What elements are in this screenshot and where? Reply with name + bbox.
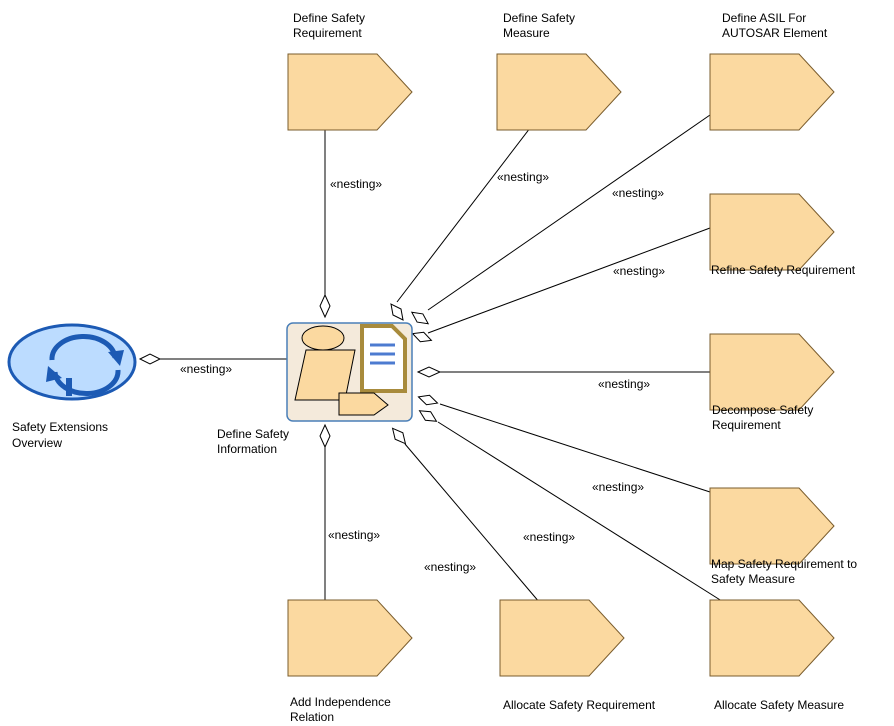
task-label: Allocate Safety Measure (714, 698, 844, 712)
task-icon (709, 53, 835, 131)
center-label: Define Safety (217, 427, 289, 441)
nesting-label-map-safety-requirement: «nesting» (592, 480, 644, 494)
task-icon (499, 599, 625, 677)
diamond-add-independence-relation (319, 423, 331, 449)
nesting-label-define-safety-requirement: «nesting» (330, 177, 382, 191)
nesting-label-define-asil: «nesting» (612, 186, 664, 200)
diamond-define-safety-requirement (319, 293, 331, 319)
connector-refine-safety-requirement[interactable] (427, 227, 711, 334)
task-icon (496, 53, 622, 131)
diamond-allocate-safety-requirement (391, 427, 407, 445)
nesting-label-allocate-safety-measure: «nesting» (523, 530, 575, 544)
task-label: Define ASIL For (722, 11, 806, 25)
task-allocate-safety-measure[interactable]: Allocate Safety Measure (709, 599, 844, 712)
task-define-asil[interactable]: Define ASIL For AUTOSAR Element (709, 11, 835, 131)
connector-allocate-safety-requirement[interactable] (404, 443, 541, 604)
diamond-define-asil (410, 311, 430, 325)
connector-define-safety-measure[interactable] (396, 114, 541, 303)
task-label: Requirement (712, 418, 781, 432)
task-label: Allocate Safety Requirement (503, 698, 656, 712)
work-product-document-icon (294, 324, 407, 416)
aggregation-diamonds (138, 293, 442, 449)
task-label: Refine Safety Requirement (711, 263, 856, 277)
task-label: Add Independence (290, 695, 391, 709)
diamond-map-safety-requirement (417, 394, 439, 406)
nesting-label-decompose-safety-requirement: «nesting» (598, 377, 650, 391)
task-icon (709, 333, 835, 411)
diamond-define-safety-measure (390, 303, 404, 321)
task-label: Define Safety (503, 11, 575, 25)
task-label: Relation (290, 710, 334, 724)
nesting-label-overview: «nesting» (180, 362, 232, 376)
task-refine-safety-requirement[interactable]: Refine Safety Requirement (709, 193, 856, 277)
nesting-connectors (160, 114, 726, 604)
task-label: Define Safety (293, 11, 365, 25)
task-label: Decompose Safety (712, 403, 813, 417)
center-label: Information (217, 442, 277, 456)
task-decompose-safety-requirement[interactable]: Decompose Safety Requirement (709, 333, 835, 432)
task-label: Measure (503, 26, 550, 40)
task-icon (709, 487, 835, 565)
task-label: Map Safety Requirement to (711, 557, 857, 571)
center-define-safety-information[interactable]: Define Safety Information (217, 322, 413, 456)
connector-allocate-safety-measure[interactable] (437, 421, 726, 604)
task-icon (287, 53, 413, 131)
nesting-label-add-independence-relation: «nesting» (328, 528, 380, 542)
nesting-label-refine-safety-requirement: «nesting» (613, 264, 665, 278)
diamond-refine-safety-requirement (411, 331, 433, 343)
task-icon (709, 599, 835, 677)
task-define-safety-requirement[interactable]: Define Safety Requirement (287, 11, 413, 131)
overview-label: Safety Extensions (12, 420, 108, 434)
connector-define-asil[interactable] (427, 114, 711, 311)
task-label: Requirement (293, 26, 362, 40)
nesting-label-allocate-safety-requirement: «nesting» (424, 560, 476, 574)
task-icon (709, 193, 835, 271)
overview-label: Overview (12, 436, 62, 450)
task-icon (287, 599, 413, 677)
task-label: AUTOSAR Element (722, 26, 828, 40)
nesting-label-define-safety-measure: «nesting» (497, 170, 549, 184)
refresh-cycle-icon (46, 334, 124, 396)
overview-safety-extensions[interactable]: Safety Extensions Overview (7, 323, 137, 450)
nesting-labels: «nesting» «nesting» «nesting» «nesting» … (180, 170, 665, 574)
task-allocate-safety-requirement[interactable]: Allocate Safety Requirement (499, 599, 656, 712)
task-add-independence-relation[interactable]: Add Independence Relation (287, 599, 413, 724)
task-define-safety-measure[interactable]: Define Safety Measure (496, 11, 622, 131)
diamond-overview (138, 353, 162, 365)
diamond-decompose-safety-requirement (416, 366, 442, 378)
task-label: Safety Measure (711, 572, 795, 586)
connector-map-safety-requirement[interactable] (439, 403, 711, 493)
diamond-allocate-safety-measure (418, 410, 438, 422)
task-map-safety-requirement[interactable]: Map Safety Requirement to Safety Measure (709, 487, 857, 586)
